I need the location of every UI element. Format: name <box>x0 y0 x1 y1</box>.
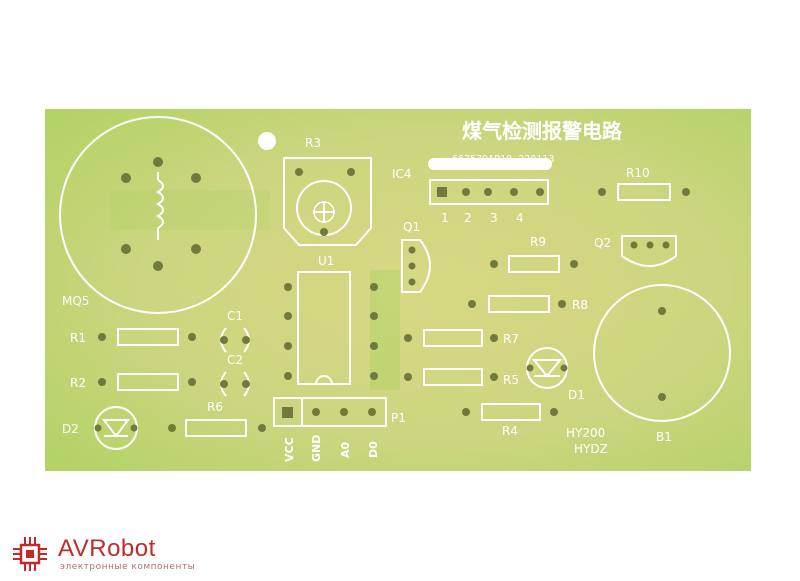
label-d0: D0 <box>367 441 380 458</box>
code-slot <box>428 158 552 170</box>
label-vcc: VCC <box>283 437 296 462</box>
label-r10: R10 <box>626 166 650 180</box>
q2-transistor <box>621 235 677 267</box>
pcb-board <box>45 109 751 471</box>
copper-pour-strip <box>110 190 270 230</box>
r7-resistor <box>404 329 498 347</box>
label-c1: C1 <box>227 309 243 323</box>
label-d1: D1 <box>568 388 585 402</box>
chip-logo-icon <box>13 537 47 571</box>
label-r8: R8 <box>572 298 588 312</box>
label-r7: R7 <box>503 332 519 346</box>
d2-diode <box>94 406 138 450</box>
r8-resistor <box>468 295 566 313</box>
r4-resistor <box>462 403 558 421</box>
label-r2: R2 <box>70 376 86 390</box>
logo-tagline: электронные компоненты <box>60 562 196 572</box>
label-a0: A0 <box>339 441 352 458</box>
p1-connector <box>273 397 387 427</box>
board-model: HY200 <box>566 426 605 440</box>
label-c2: C2 <box>227 353 243 367</box>
label-r5: R5 <box>503 373 519 387</box>
r3-potentiometer <box>283 157 372 246</box>
label-q1: Q1 <box>403 220 420 234</box>
board-brand: HYDZ <box>574 442 608 456</box>
label-pin4: 4 <box>516 211 524 225</box>
c1-capacitor <box>220 327 250 353</box>
q1-transistor <box>401 239 431 293</box>
d1-diode <box>526 347 568 389</box>
r10-resistor <box>598 183 690 201</box>
label-q2: Q2 <box>594 236 611 250</box>
avrobot-watermark: AVRobot электронные компоненты <box>10 532 250 578</box>
board-code: 667579AP10-220113 <box>452 154 554 165</box>
copper-pour <box>45 109 751 471</box>
label-r1: R1 <box>70 331 86 345</box>
r2-resistor <box>98 373 196 391</box>
label-mq5: MQ5 <box>62 294 89 308</box>
label-d2: D2 <box>62 422 79 436</box>
label-u1: U1 <box>318 254 334 268</box>
mounting-hole <box>258 132 276 150</box>
label-r4: R4 <box>502 424 518 438</box>
ic4-header <box>429 179 549 205</box>
label-pin3: 3 <box>490 211 498 225</box>
u1-ic-footprint <box>284 271 378 385</box>
r9-resistor <box>490 255 578 273</box>
label-r6: R6 <box>207 400 223 414</box>
r5-resistor <box>404 368 498 386</box>
label-pin1: 1 <box>441 211 449 225</box>
r1-resistor <box>98 328 196 346</box>
b1-buzzer-footprint <box>593 284 731 422</box>
logo-name: AVRobot <box>58 535 156 562</box>
label-r9: R9 <box>530 235 546 249</box>
label-p1: P1 <box>391 411 406 425</box>
label-r3: R3 <box>305 136 321 150</box>
mq5-sensor-footprint <box>59 116 257 314</box>
label-pin2: 2 <box>464 211 472 225</box>
label-b1: B1 <box>656 430 672 444</box>
label-ic4: IC4 <box>392 167 412 181</box>
board-title: 煤气检测报警电路 <box>462 119 623 143</box>
r6-resistor <box>168 419 266 437</box>
label-gnd: GND <box>310 435 323 462</box>
c2-capacitor <box>220 371 250 397</box>
